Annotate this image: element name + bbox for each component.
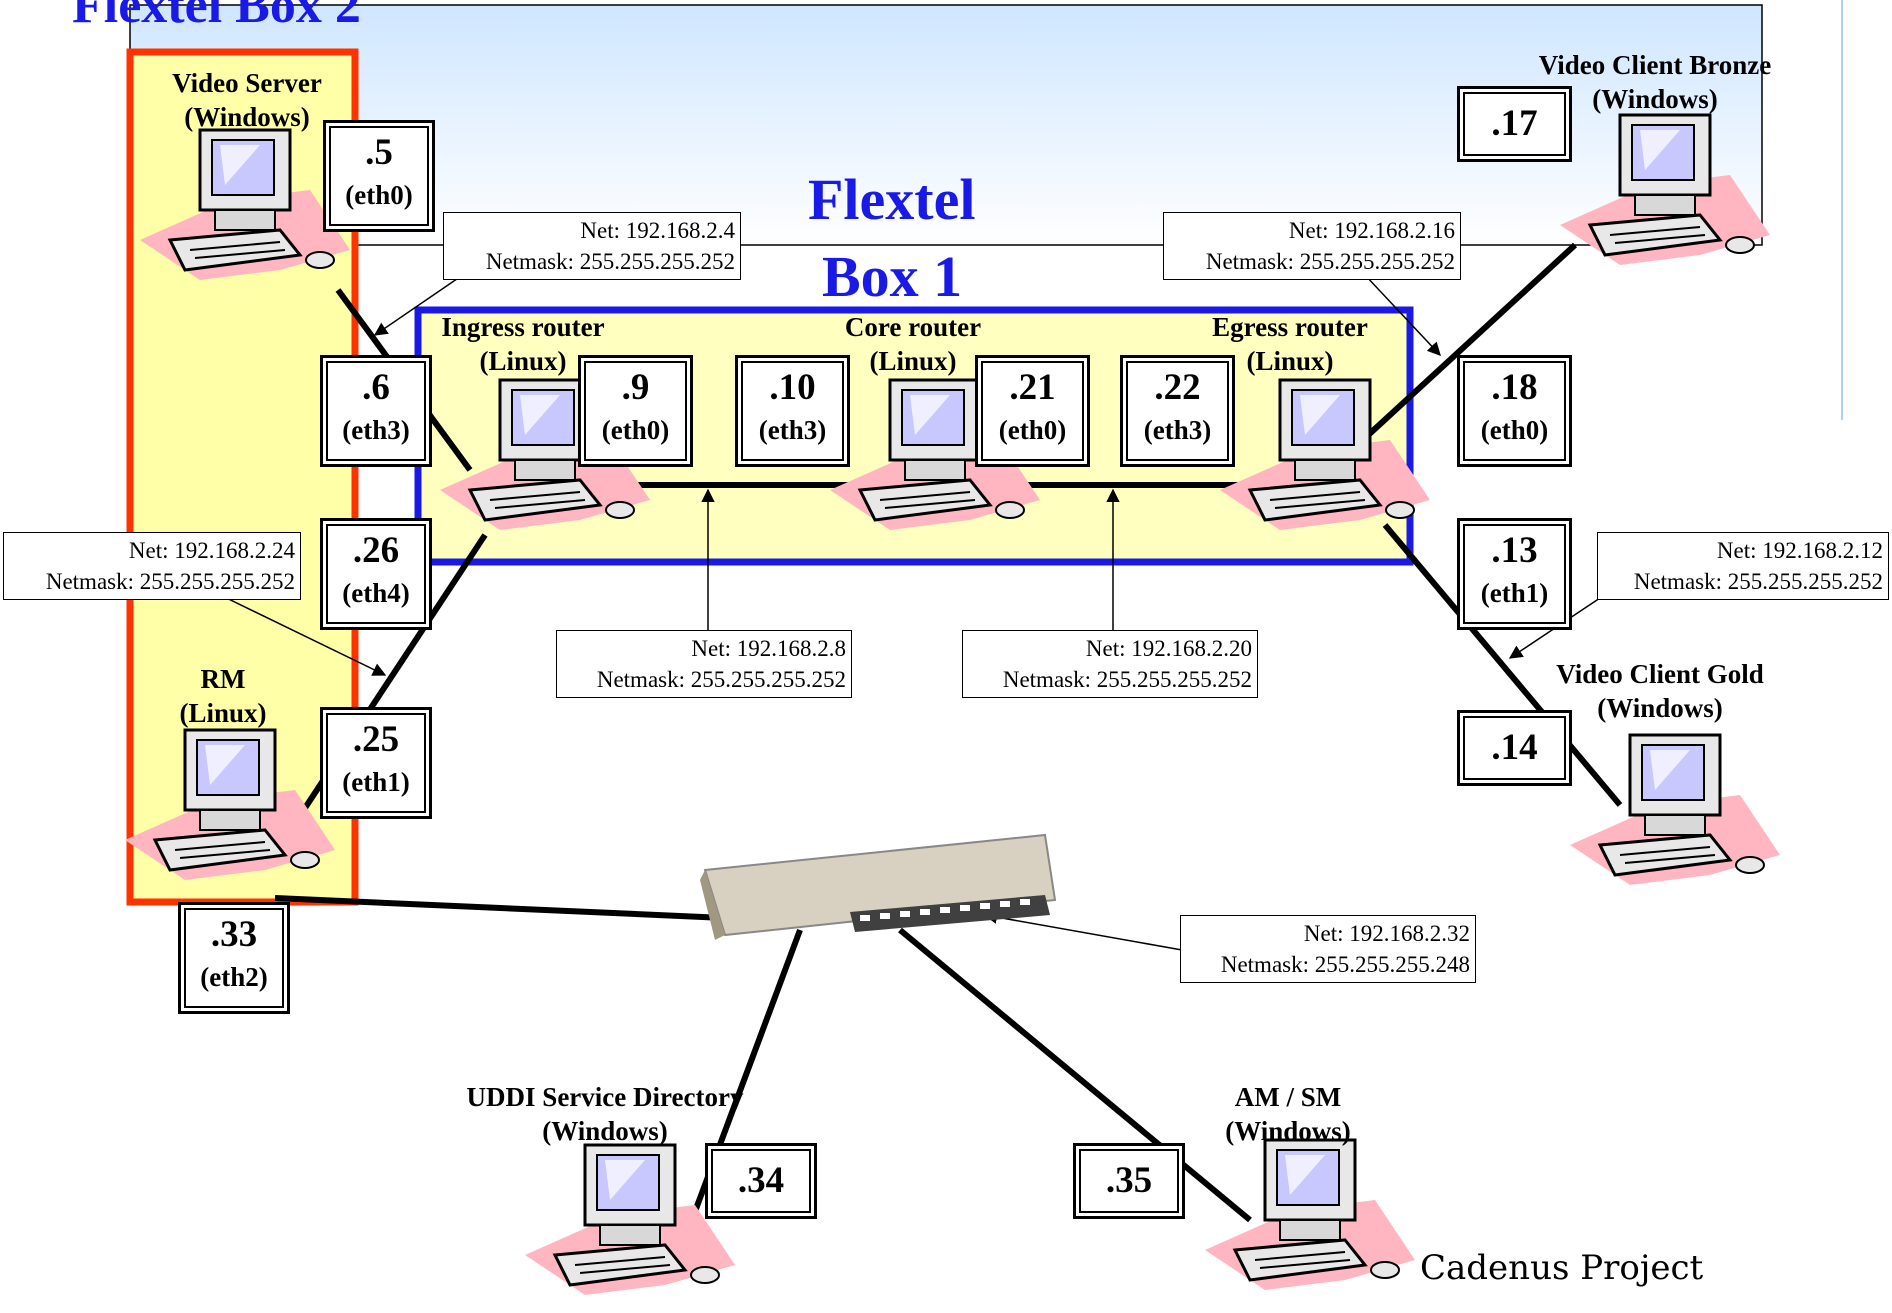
ip-box-21: .21 (eth0) [975,355,1090,467]
ip-box-25: .25 (eth1) [320,707,432,819]
computer-video-client-gold-icon [1568,733,1782,887]
ip-box-17: .17 [1457,86,1572,162]
rm-label: RM(Linux) [179,664,267,728]
am-sm-label: AM / SM(Windows) [1225,1082,1351,1146]
box2-title: Flextel Box 2 [72,0,361,34]
computer-am-sm-icon [1203,1138,1417,1292]
core-router-label: Core router(Linux) [844,312,982,376]
ip-box-13: .13 (eth1) [1457,518,1572,630]
network-switch [700,833,1057,940]
uddi-label: UDDI Service Directory(Windows) [466,1082,744,1146]
ip-box-5: .5 (eth0) [323,120,435,232]
ip-box-6: .6 (eth3) [320,355,432,467]
ip-box-10: .10 (eth3) [735,355,850,467]
box1-title-line2: Box 1 [822,244,963,309]
ip-box-33: .33 (eth2) [178,902,290,1014]
ip-box-35: .35 [1073,1143,1185,1219]
egress-router-label: Egress router(Linux) [1212,312,1368,376]
footer-project-name: Cadenus Project [1420,1248,1704,1288]
video-client-bronze-label: Video Client Bronze(Windows) [1538,50,1772,114]
ip-box-9: .9 (eth0) [578,355,693,467]
ip-box-26: .26 (eth4) [320,518,432,630]
ip-box-18: .18 (eth0) [1457,355,1572,467]
computer-uddi-icon [523,1143,737,1297]
ip-box-22: .22 (eth3) [1120,355,1235,467]
ip-box-34: .34 [705,1143,817,1219]
video-client-gold-label: Video Client Gold(Windows) [1556,659,1764,723]
ip-box-14: .14 [1457,710,1572,786]
ingress-router-label: Ingress router(Linux) [441,312,605,376]
box1-title-line1: Flextel [808,167,976,232]
video-server-label: Video Server(Windows) [172,68,322,132]
